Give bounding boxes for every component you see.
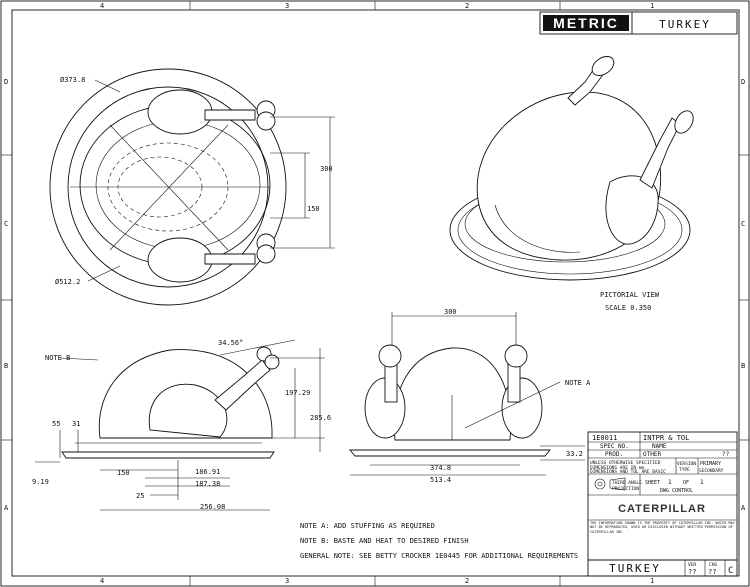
sheet-total: 1	[700, 479, 704, 486]
zone-top-2: 2	[465, 2, 469, 10]
ver-label: VER	[688, 562, 696, 568]
dim-front-300: 300	[444, 308, 457, 316]
zone-bottom-3: 3	[285, 577, 289, 585]
dim-9-19: 9.19	[32, 478, 49, 486]
zone-left-A: A	[4, 504, 9, 512]
part-title-bottom: TURKEY	[609, 562, 661, 575]
pictorial-scale: SCALE 0.350	[605, 304, 651, 312]
zone-right-C: C	[741, 220, 745, 228]
front-platter	[349, 449, 551, 457]
pictorial-label: PICTORIAL VIEW	[600, 291, 660, 299]
top-title-box: METRIC TURKEY	[539, 11, 738, 35]
zone-left-D: D	[4, 78, 8, 86]
pictorial-view	[449, 56, 694, 281]
name-label: NAME	[652, 443, 667, 450]
type-label: TYPE	[679, 467, 690, 473]
confidential-note: THE INFORMATION SHOWN IS THE PROPERTY OF…	[590, 521, 735, 534]
side-view	[35, 339, 325, 511]
zone-right-A: A	[741, 504, 746, 512]
dim-150: 150	[117, 469, 130, 477]
chg-value: ??	[708, 568, 716, 576]
zone-right-D: D	[741, 78, 745, 86]
sheet-value: 1	[668, 479, 672, 486]
note-b-label: NOTE B	[45, 354, 70, 362]
dim-55: 55	[52, 420, 60, 428]
dim-25: 25	[136, 492, 144, 500]
zone-left-C: C	[4, 220, 8, 228]
prod-label: PROD.	[605, 451, 623, 458]
tolerance-note-2: DIMENSIONS ARE IN mm	[590, 465, 644, 471]
note-a-text: NOTE A: ADD STUFFING AS REQUIRED	[300, 522, 435, 530]
zone-top-1: 1	[650, 2, 654, 10]
tolerance-note-1: UNLESS OTHERWISE SPECIFIED	[590, 460, 661, 466]
company-logo: CATERPILLAR	[618, 503, 706, 515]
dim-31: 31	[72, 420, 80, 428]
dwg-control-label: DWG CONTROL	[660, 488, 693, 494]
dim-374: 374.8	[430, 464, 451, 472]
dim-angle: 34.56°	[218, 339, 243, 347]
dim-top-300: 300	[320, 165, 333, 173]
projection-label-1: THIRD ANGLE	[612, 480, 642, 486]
tolerance-note-3: DIMENSIONS AND TOL ARE BASIC	[590, 469, 666, 475]
platter-outer-circle	[49, 68, 287, 306]
dim-33: 33.2	[566, 450, 583, 458]
general-note-text: GENERAL NOTE: SEE BETTY CROCKER 1E0445 F…	[300, 552, 578, 560]
dim-513: 513.4	[430, 476, 451, 484]
side-platter	[61, 451, 275, 459]
revision-label: INTPR & TOL	[643, 434, 689, 442]
qmarks-top: ??	[722, 451, 730, 458]
dim-285: 285.6	[310, 414, 331, 422]
note-a-label: NOTE A	[565, 379, 591, 387]
version-label: VERSION	[677, 461, 696, 467]
zone-bottom-4: 4	[100, 577, 104, 585]
note-b-text: NOTE B: BASTE AND HEAT TO DESIRED FINISH	[300, 537, 469, 545]
zone-right-B: B	[741, 362, 745, 370]
other-label: OTHER	[643, 451, 661, 458]
dim-187: 187.38	[195, 480, 220, 488]
ver-value: ??	[688, 568, 696, 576]
zone-top-3: 3	[285, 2, 289, 10]
size-letter: C	[728, 566, 733, 576]
sheet-label: SHEET	[645, 480, 660, 486]
front-turkey-body	[393, 347, 512, 441]
dim-inner-diameter: Ø373.8	[60, 76, 85, 84]
zone-left-B: B	[4, 362, 8, 370]
dim-outer-diameter: Ø512.2	[55, 278, 80, 286]
zone-bottom-2: 2	[465, 577, 469, 585]
dim-256: 256.08	[200, 503, 225, 511]
front-view	[349, 312, 585, 476]
secondary-label: SECONDARY	[699, 468, 724, 474]
of-label: OF	[683, 480, 689, 486]
zone-bottom-1: 1	[650, 577, 654, 585]
top-view-dims	[270, 116, 335, 249]
title-block	[587, 431, 738, 577]
zone-top-4: 4	[100, 2, 104, 10]
part-number: 1E0011	[592, 434, 617, 442]
projection-label-2: PROJECTION	[612, 486, 639, 492]
dim-186: 186.91	[195, 468, 220, 476]
primary-label: PRIMARY	[700, 461, 721, 467]
inner-border	[11, 9, 740, 577]
projection-symbol	[594, 478, 606, 490]
chg-label: CHG	[709, 562, 717, 568]
dim-top-150: 150	[307, 205, 320, 213]
part-title-top: TURKEY	[659, 18, 711, 31]
spec-no-label: SPEC NO.	[600, 443, 629, 450]
dim-197: 197.29	[285, 389, 310, 397]
top-view	[49, 68, 287, 306]
metric-label: METRIC	[553, 15, 619, 31]
